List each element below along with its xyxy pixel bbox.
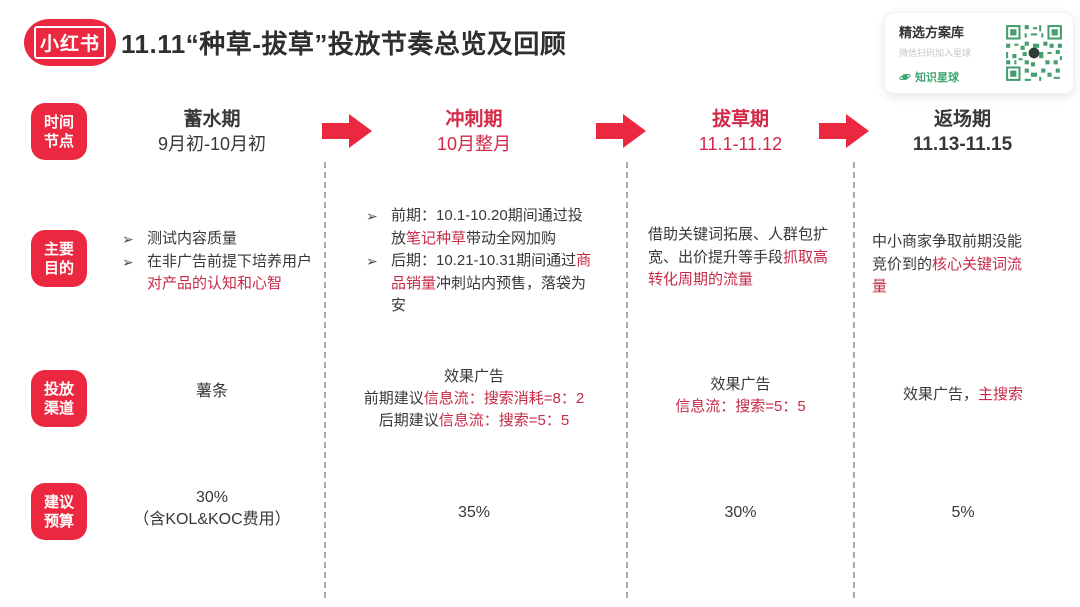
purpose-text: 中小商家争取前期没能竞价到的 xyxy=(872,233,1023,273)
channel-chongci: 效果广告 前期建议信息流：搜索消耗=8：2 后期建议信息流：搜索=5：5 xyxy=(330,366,618,432)
page-title: 11.11“种草-拔草”投放节奏总览及回顾 xyxy=(121,29,567,59)
channel-xushui: 薯条 xyxy=(100,381,324,403)
purpose-bullet: ➢ 测试内容质量 xyxy=(122,228,327,251)
row-label-purpose-line1: 主要 xyxy=(43,240,74,258)
purpose-text: 冲刺站内预售，落袋为安 xyxy=(391,274,587,315)
row-label-budget-line1: 建议 xyxy=(43,493,74,511)
column-divider xyxy=(324,162,326,598)
promo-subtitle: 微信扫码加入星球 xyxy=(899,47,972,58)
phase-date: 11.1-11.12 xyxy=(698,134,783,154)
arrow-bullet-icon: ➢ xyxy=(366,253,378,269)
budget-xushui: 30% （含KOL&KOC费用） xyxy=(100,487,324,531)
channel-text-highlight: 信息流：搜索消耗=8：2 xyxy=(423,390,585,407)
arrow-bullet-icon: ➢ xyxy=(122,231,134,247)
promo-card: 精选方案库 微信扫码加入星球 知识星球 xyxy=(884,12,1074,94)
purpose-text-highlight: 对产品的认知和心智 xyxy=(147,275,283,292)
phase-header-xushui: 蓄水期 9月初-10月初 xyxy=(100,107,324,157)
purpose-text: 借助关键词拓展、人群包扩宽、出价提升等手段 xyxy=(648,226,829,266)
column-divider xyxy=(853,162,855,598)
promo-card-text: 精选方案库 微信扫码加入星球 知识星球 xyxy=(899,22,1004,85)
channel-text: 效果广告， xyxy=(902,386,978,403)
phase-name: 返场期 xyxy=(933,109,991,130)
channel-line: 效果广告 xyxy=(638,374,843,396)
promo-title: 精选方案库 xyxy=(899,24,965,40)
row-label-channel: 投放 渠道 xyxy=(31,370,87,427)
channel-bacao: 效果广告 信息流：搜索=5：5 xyxy=(638,374,843,418)
purpose-text: 测试内容质量 xyxy=(147,230,238,247)
phase-header-chongci: 冲刺期 10月整月 xyxy=(334,107,614,157)
budget-bacao: 30% xyxy=(638,502,843,524)
phase-arrow-icon xyxy=(819,114,869,148)
row-label-purpose: 主要 目的 xyxy=(31,230,87,287)
channel-text-highlight: 主搜索 xyxy=(978,386,1024,403)
channel-text: 效果广告 xyxy=(443,368,504,385)
promo-brand-label: 知识星球 xyxy=(915,71,959,84)
phase-name: 蓄水期 xyxy=(183,109,241,130)
purpose-text-highlight: 核心关键词流量 xyxy=(872,255,1023,296)
channel-text: 薯条 xyxy=(195,383,228,400)
budget-chongci: 35% xyxy=(330,502,618,524)
phase-date: 11.13-11.15 xyxy=(912,134,1013,155)
promo-brand: 知识星球 xyxy=(899,69,1004,85)
purpose-bullet: ➢ 在非广告前提下培养用户对产品的认知和心智 xyxy=(122,251,327,296)
purpose-para-bacao: 借助关键词拓展、人群包扩宽、出价提升等手段抓取高转化周期的流量 xyxy=(648,224,840,292)
xiaohongshu-logo-text: 小红书 xyxy=(33,26,106,59)
xiaohongshu-logo: 小红书 xyxy=(24,19,116,66)
purpose-text-highlight: 抓取高转化周期的流量 xyxy=(648,248,829,289)
arrow-bullet-icon: ➢ xyxy=(366,208,378,224)
row-label-channel-line2: 渠道 xyxy=(43,399,74,417)
channel-text: 效果广告 xyxy=(710,376,771,393)
row-label-timeline: 时间 节点 xyxy=(31,103,87,160)
budget-value: 30% xyxy=(195,489,229,506)
purpose-para-fanchang: 中小商家争取前期没能竞价到的核心关键词流量 xyxy=(872,231,1034,299)
phase-name: 冲刺期 xyxy=(445,109,503,130)
channel-line: 前期建议信息流：搜索消耗=8：2 xyxy=(330,388,618,410)
budget-value: 35% xyxy=(457,504,491,521)
row-label-channel-line1: 投放 xyxy=(43,380,74,398)
phase-name: 拔草期 xyxy=(711,109,769,130)
channel-text: 前期建议 xyxy=(363,390,424,407)
purpose-bullet: ➢ 前期：10.1-10.20期间通过投放笔记种草带动全网加购 xyxy=(366,205,594,250)
budget-note: （含KOL&KOC费用） xyxy=(133,511,291,528)
channel-text-highlight: 信息流：搜索=5：5 xyxy=(438,412,570,429)
purpose-text-highlight: 商品销量 xyxy=(391,252,592,292)
row-label-timeline-line2: 节点 xyxy=(43,132,74,150)
row-label-budget-line2: 预算 xyxy=(43,512,74,530)
budget-value: 5% xyxy=(951,504,975,521)
purpose-bullet: ➢ 后期：10.21-10.31期间通过商品销量冲刺站内预售，落袋为安 xyxy=(366,250,594,318)
channel-line: 后期建议信息流：搜索=5：5 xyxy=(330,410,618,432)
channel-line: 效果广告 xyxy=(330,366,618,388)
channel-text-highlight: 信息流：搜索=5：5 xyxy=(675,398,806,415)
purpose-text: 后期：10.21-10.31期间通过 xyxy=(391,252,577,269)
purpose-list-xushui: ➢ 测试内容质量 ➢ 在非广告前提下培养用户对产品的认知和心智 xyxy=(122,228,327,296)
arrow-bullet-icon: ➢ xyxy=(122,253,134,270)
purpose-text: 前期：10.1-10.20期间通过投放 xyxy=(391,207,583,247)
row-label-purpose-line2: 目的 xyxy=(43,259,74,277)
phase-date: 9月初-10月初 xyxy=(157,134,267,154)
qr-code xyxy=(1006,25,1062,81)
purpose-list-chongci: ➢ 前期：10.1-10.20期间通过投放笔记种草带动全网加购 ➢ 后期：10.… xyxy=(366,205,594,318)
row-label-timeline-line1: 时间 xyxy=(43,113,74,131)
purpose-text-highlight: 笔记种草 xyxy=(406,229,467,247)
purpose-text: 在非广告前提下培养用户 xyxy=(147,252,313,270)
purpose-text: 带动全网加购 xyxy=(466,229,557,247)
row-label-budget: 建议 预算 xyxy=(31,483,87,540)
phase-arrow-icon xyxy=(322,114,372,148)
phase-arrow-icon xyxy=(596,114,646,148)
phase-header-bacao: 拔草期 11.1-11.12 xyxy=(638,107,843,157)
budget-fanchang: 5% xyxy=(858,502,1068,524)
channel-text: 后期建议 xyxy=(378,412,439,429)
channel-line: 信息流：搜索=5：5 xyxy=(638,396,843,418)
phase-date: 10月整月 xyxy=(436,134,512,154)
column-divider xyxy=(626,162,628,598)
budget-value: 30% xyxy=(724,504,757,521)
phase-header-fanchang: 返场期 11.13-11.15 xyxy=(865,107,1060,157)
channel-fanchang: 效果广告，主搜索 xyxy=(858,384,1068,406)
planet-icon xyxy=(899,73,911,80)
